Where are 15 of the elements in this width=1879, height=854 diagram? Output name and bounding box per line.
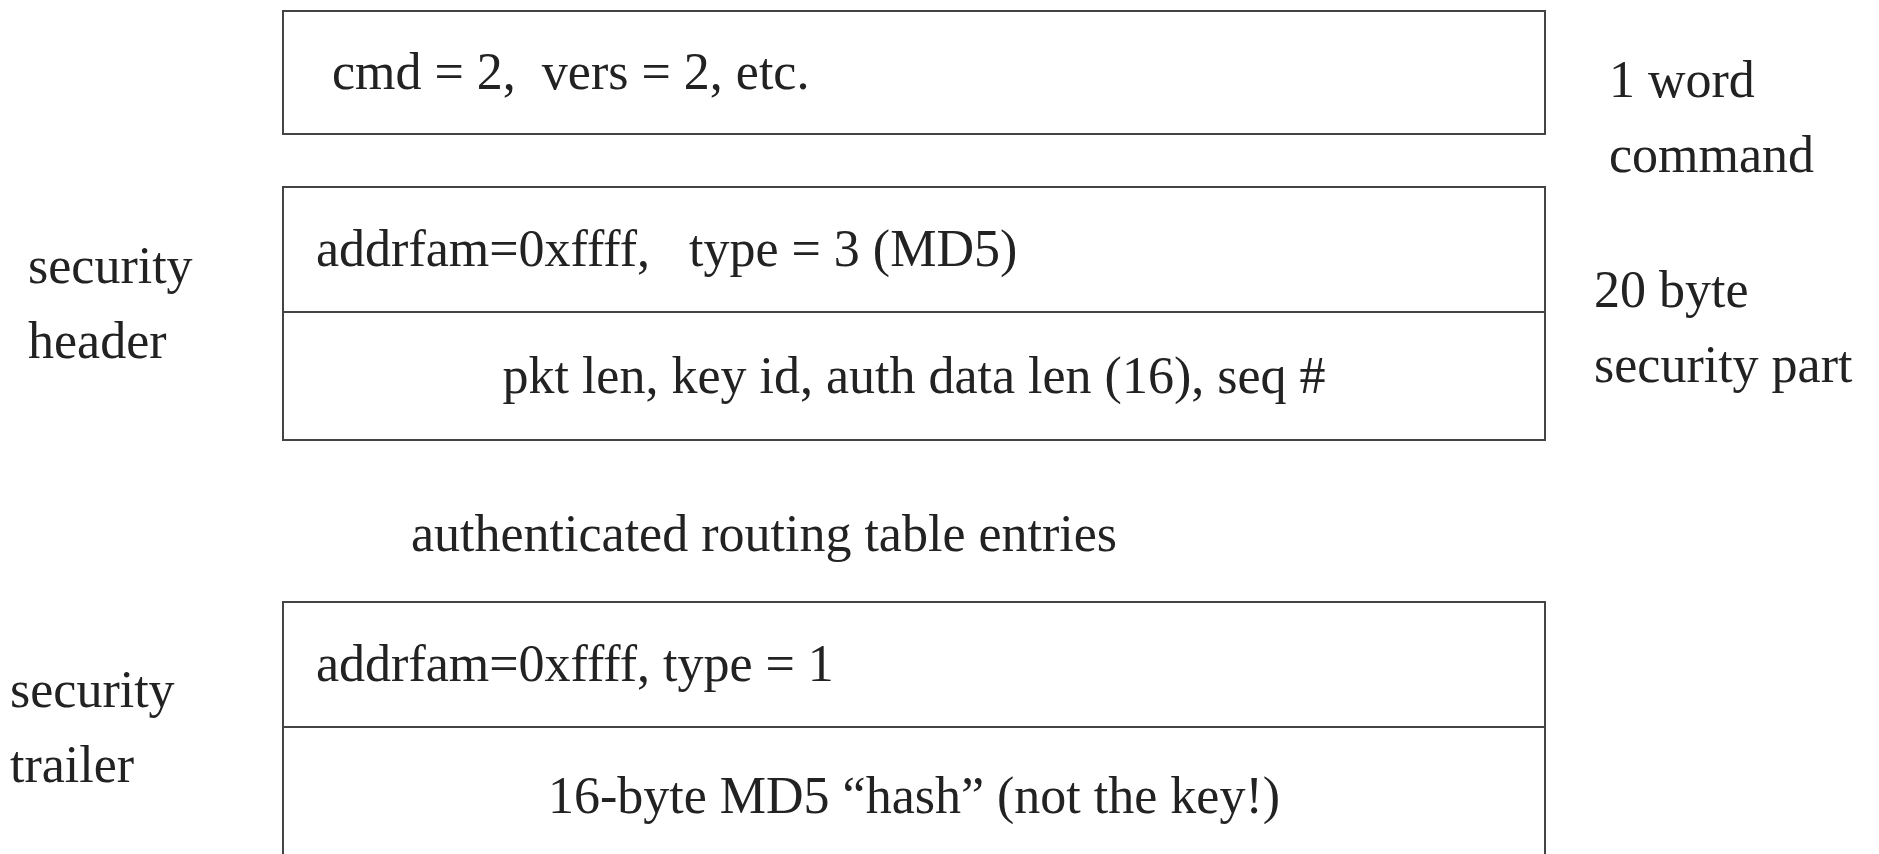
field-text: 16-byte MD5 “hash” (not the key!) <box>547 765 1281 826</box>
field-text: addrfam=0xffff, type = 3 (MD5) <box>316 219 1018 280</box>
side-label: security trailer <box>10 660 176 795</box>
field-box <box>282 186 1546 313</box>
field-text: pkt len, key id, auth data len (16), seq # <box>502 345 1326 406</box>
field-text: addrfam=0xffff, type = 1 <box>316 634 834 695</box>
section-label: authenticated routing table entries <box>411 504 1119 564</box>
field-box <box>282 726 1546 854</box>
field-text: cmd = 2, vers = 2, etc. <box>332 42 810 103</box>
field-box <box>282 311 1546 441</box>
size-note: 20 byte security part <box>1594 260 1854 395</box>
field-box <box>282 10 1546 135</box>
field-box <box>282 601 1546 728</box>
size-note: 1 word command <box>1609 50 1816 185</box>
side-label: security header <box>28 236 194 371</box>
